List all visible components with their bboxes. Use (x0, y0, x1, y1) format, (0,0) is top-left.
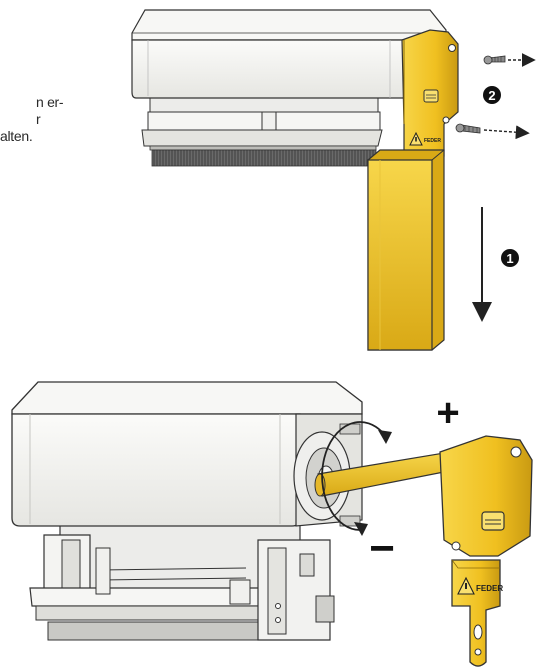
warning-triangle-icon (457, 576, 475, 595)
screw-hole-lower (442, 116, 450, 124)
side-text-line-3: alten. (0, 128, 33, 144)
top-brush-strip (151, 149, 377, 167)
top-assembly: FEDER 2 (131, 9, 536, 351)
bottom-side-guide (257, 539, 335, 641)
screw-icon (455, 123, 481, 134)
side-guide-rail (367, 149, 445, 351)
warning-label-small: FEDER (424, 138, 441, 144)
bottom-housing (11, 381, 363, 527)
top-guide-rail (141, 95, 383, 151)
step-1-marker: 1 (501, 249, 519, 267)
side-text-line-2: r (36, 111, 41, 127)
side-text-fragment: n er- r alten. (0, 94, 70, 145)
top-housing (131, 9, 447, 99)
screw-hole-upper (510, 446, 522, 458)
screw-hole-lower (451, 541, 461, 551)
plus-sign: + (436, 391, 459, 435)
svg-text:2: 2 (488, 88, 495, 103)
screw-hole-upper (448, 44, 456, 52)
top-end-cap: FEDER (401, 29, 459, 159)
warning-triangle-icon (409, 131, 423, 146)
screw-icon (483, 55, 506, 65)
side-text-line-1: n er- (36, 94, 64, 110)
arrow-right-icon (483, 125, 530, 140)
spring-drum-opening (293, 413, 363, 527)
bottom-lower-frame (29, 519, 321, 641)
svg-text:1: 1 (506, 251, 513, 266)
detached-end-cap: FEDER (439, 435, 533, 667)
rotation-arrow-icon (321, 421, 392, 536)
step-2-marker: 2 (483, 86, 501, 104)
warning-label: FEDER (476, 584, 503, 593)
bottom-assembly: + − FEDER (11, 381, 533, 667)
minus-sign: − (369, 524, 395, 573)
